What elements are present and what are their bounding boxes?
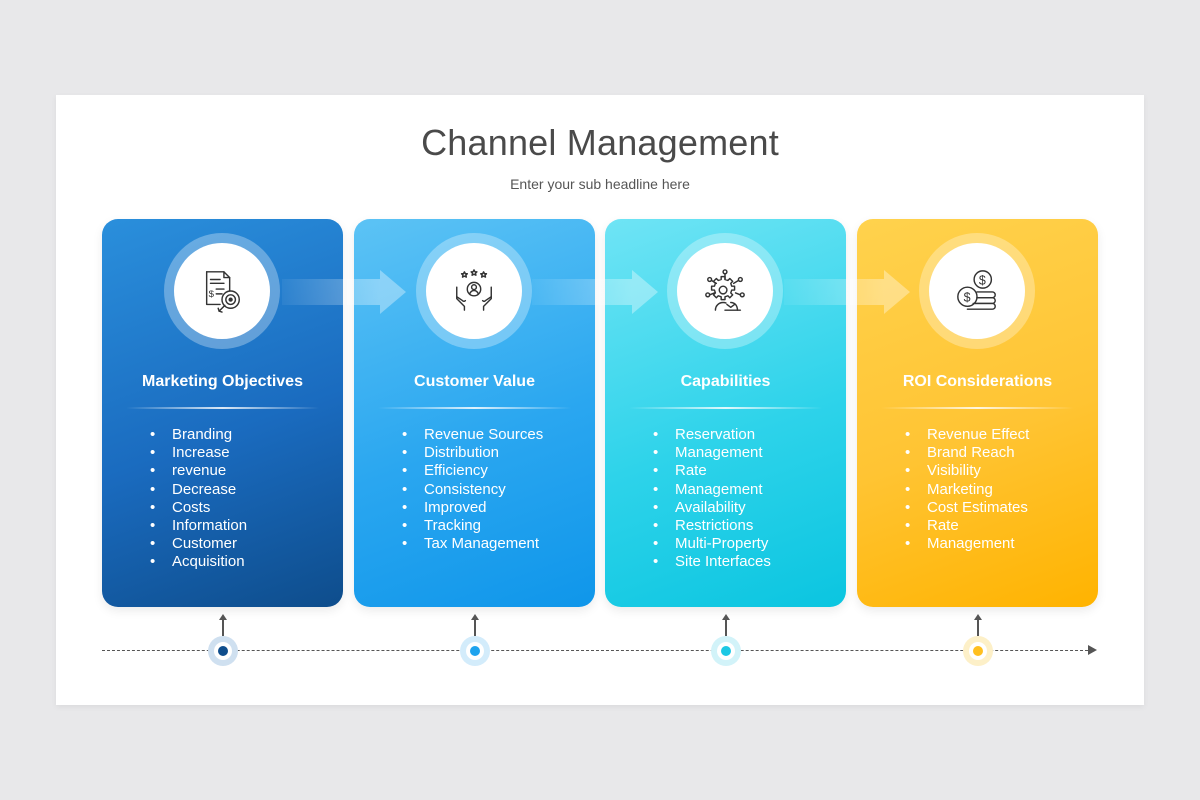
list-item: Site Interfaces — [653, 553, 836, 571]
page-subtitle: Enter your sub headline here — [510, 176, 690, 192]
svg-text:$: $ — [209, 289, 215, 300]
card-title: Customer Value — [414, 373, 535, 390]
document-target-icon: $ — [205, 271, 240, 313]
connector-arrow — [784, 270, 910, 314]
icon-ring — [667, 233, 783, 349]
connector-arrow — [282, 270, 406, 314]
connector-arrow — [532, 270, 658, 314]
bullet-list: Reservation Management Rate Management A… — [653, 426, 836, 572]
list-item: Distribution — [402, 444, 585, 462]
divider — [126, 407, 319, 409]
card-title: ROI Considerations — [902, 373, 1053, 390]
gear-network-icon — [705, 269, 745, 311]
card-capabilities: Capabilities Reservation Management Rate… — [605, 219, 846, 607]
list-item: Management — [653, 444, 836, 462]
arrow-up-icon — [219, 614, 227, 620]
list-item: Increase — [150, 444, 333, 462]
bullet-list: Branding Increase revenue Decrease Costs… — [150, 426, 333, 572]
coins-dollar-icon: $ $ — [957, 270, 996, 310]
bullet-list: Revenue Effect Brand Reach Visibility Ma… — [905, 426, 1088, 554]
timeline-line — [102, 650, 1088, 651]
icon-circle: $ $ — [929, 243, 1025, 339]
card-title: Marketing Objectives — [142, 373, 303, 390]
list-item: Decrease — [150, 481, 333, 499]
list-item: Restrictions — [653, 517, 836, 535]
arrow-up-icon — [471, 614, 479, 620]
list-item: Visibility — [905, 462, 1088, 480]
arrow-right-icon — [1088, 645, 1097, 655]
icon-circle — [677, 243, 773, 339]
timeline-marker — [711, 614, 741, 666]
list-item: Revenue Effect — [905, 426, 1088, 444]
card-marketing-objectives: $ Marketing Objectives Branding Increase… — [102, 219, 343, 607]
list-item: Rate — [653, 462, 836, 480]
page-title: Channel Management — [421, 122, 779, 163]
arrow-right-icon — [884, 270, 910, 314]
timeline-marker — [460, 614, 490, 666]
list-item: Rate — [905, 517, 1088, 535]
divider — [378, 407, 571, 409]
timeline-dot — [721, 646, 731, 656]
timeline-dot — [470, 646, 480, 656]
divider — [881, 407, 1074, 409]
list-item: Availability — [653, 499, 836, 517]
icon-ring — [416, 233, 532, 349]
list-item: Costs — [150, 499, 333, 517]
list-item: Efficiency — [402, 462, 585, 480]
timeline-dot — [218, 646, 228, 656]
bullet-list: Revenue Sources Distribution Efficiency … — [402, 426, 585, 554]
card-roi-considerations: $ $ ROI Considerations Revenue Effect Br… — [857, 219, 1098, 607]
arrow-right-icon — [632, 270, 658, 314]
list-item: Information — [150, 517, 333, 535]
timeline-marker — [963, 614, 993, 666]
svg-text:$: $ — [979, 273, 986, 287]
list-item: Customer — [150, 535, 333, 553]
card-customer-value: Customer Value Revenue Sources Distribut… — [354, 219, 595, 607]
icon-ring: $ $ — [919, 233, 1035, 349]
list-item: Reservation — [653, 426, 836, 444]
list-item: Acquisition — [150, 553, 333, 571]
list-item: Branding — [150, 426, 333, 444]
list-item: Consistency — [402, 481, 585, 499]
list-item: Marketing — [905, 481, 1088, 499]
list-item: Improved — [402, 499, 585, 517]
list-item: Management — [905, 535, 1088, 553]
list-item: Multi-Property — [653, 535, 836, 553]
card-title: Capabilities — [680, 373, 771, 390]
list-item: Revenue Sources — [402, 426, 585, 444]
icon-circle: $ — [174, 243, 270, 339]
timeline-marker — [208, 614, 238, 666]
list-item: Tracking — [402, 517, 585, 535]
list-item: revenue — [150, 462, 333, 480]
arrow-up-icon — [722, 614, 730, 620]
svg-text:$: $ — [964, 291, 971, 305]
icon-circle — [426, 243, 522, 339]
icon-ring: $ — [164, 233, 280, 349]
hands-user-stars-icon — [456, 269, 492, 311]
list-item: Brand Reach — [905, 444, 1088, 462]
divider — [629, 407, 822, 409]
list-item: Management — [653, 481, 836, 499]
arrow-right-icon — [380, 270, 406, 314]
timeline-dot — [973, 646, 983, 656]
arrow-up-icon — [974, 614, 982, 620]
list-item: Tax Management — [402, 535, 585, 553]
list-item: Cost Estimates — [905, 499, 1088, 517]
